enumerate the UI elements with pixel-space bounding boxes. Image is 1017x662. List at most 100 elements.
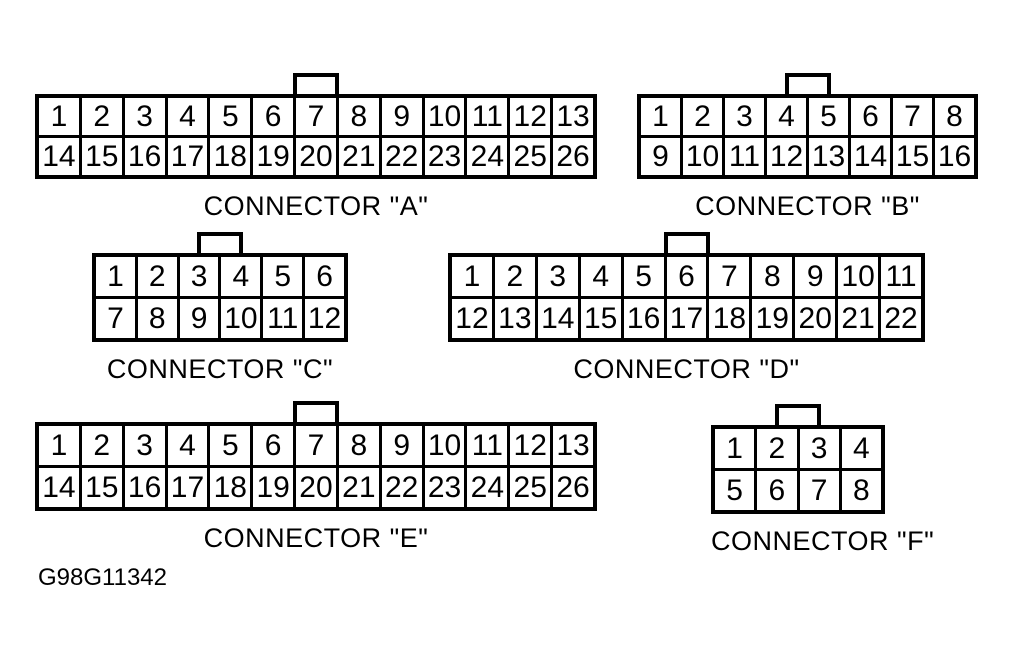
connector-d-pin-21: 21 [835,299,878,338]
connector-a-pin-8: 8 [335,98,379,135]
connector-a-pin-20: 20 [293,138,336,175]
connector-e-pin-16: 16 [121,468,165,507]
connector-e-pin-9: 9 [378,426,422,465]
connector-e-pin-3: 3 [121,426,165,465]
connector-a-keying-tab-icon [293,73,339,94]
connector-a-pin-26: 26 [550,138,593,175]
connector-e-pin-18: 18 [207,468,250,507]
connector-d-pin-7: 7 [706,257,749,296]
connector-a-pin-4: 4 [164,98,208,135]
connector-b-pin-8: 8 [932,98,974,135]
connector-a-pin-13: 13 [550,98,593,135]
connector-b-pin-5: 5 [806,98,848,135]
connector-f-keying-tab-icon [775,404,821,425]
connector-f-label: CONNECTOR "F" [711,526,935,556]
connector-e-pin-26: 26 [550,468,593,507]
connector-d-keying-tab-icon [663,232,710,253]
connector-a-pin-5: 5 [207,98,250,135]
connector-e-pin-17: 17 [164,468,208,507]
connector-c-keying-tab-icon [197,232,243,253]
connector-e-pin-2: 2 [78,426,122,465]
connector-e-pin-10: 10 [421,426,465,465]
connector-c-pin-4: 4 [218,257,260,296]
connector-e-pin-8: 8 [335,426,379,465]
connector-f-pin-1: 1 [726,431,743,465]
connector-c-pin-6: 6 [302,257,344,296]
connector-d-pin-8: 8 [749,257,792,296]
connector-b-pin-13: 13 [806,138,848,175]
connector-a-pin-19: 19 [250,138,293,175]
connector-a-pin-9: 9 [378,98,422,135]
connector-b-pin-16: 16 [932,138,974,175]
connector-c-pin-10: 10 [218,299,260,338]
connector-d-pin-11: 11 [878,257,921,296]
connector-b-pin-15: 15 [890,138,932,175]
connector-e-pin-7: 7 [293,426,336,465]
connector-a-label: CONNECTOR "A" [203,191,429,221]
connector-b-pin-11: 11 [722,138,764,175]
connector-b-pin-10: 10 [680,138,722,175]
connector-a-pin-23: 23 [421,138,465,175]
connector-a-pin-12: 12 [507,98,550,135]
connector-b-pin-2: 2 [680,98,722,135]
connector-a-pin-10: 10 [421,98,465,135]
connector-c-pin-7: 7 [107,301,124,335]
connector-e-pin-11: 11 [464,426,507,465]
connector-b-pin-9: 9 [652,139,669,173]
connector-d-pin-18: 18 [706,299,749,338]
connector-e-pin-13: 13 [550,426,593,465]
connector-d-pin-15: 15 [577,299,621,338]
connector-e-pin-15: 15 [78,468,122,507]
connector-e-pin-12: 12 [507,426,550,465]
connector-a-pin-22: 22 [378,138,422,175]
connector-f-pin-7: 7 [796,471,839,510]
connector-a-pin-11: 11 [464,98,507,135]
connector-b-pin-14: 14 [848,138,890,175]
connector-d-pin-6: 6 [663,257,707,296]
connector-a-pin-18: 18 [207,138,250,175]
connector-d-pin-16: 16 [620,299,664,338]
connector-b-pin-4: 4 [764,98,806,135]
connector-d-pin-9: 9 [792,257,835,296]
connector-f-pin-5: 5 [726,473,743,507]
connector-a-pin-21: 21 [335,138,379,175]
connector-e-pin-19: 19 [250,468,293,507]
connector-c-pin-5: 5 [260,257,302,296]
connector-a-pin-3: 3 [121,98,165,135]
connector-d-pin-2: 2 [491,257,535,296]
connector-b-pin-1: 1 [652,99,669,133]
connector-f-pin-2: 2 [754,429,796,468]
connector-b-label: CONNECTOR "B" [695,191,920,221]
connector-e-pin-25: 25 [507,468,550,507]
connector-d-pin-14: 14 [534,299,578,338]
connector-d-pin-10: 10 [835,257,878,296]
connector-c-pin-9: 9 [176,299,219,338]
connector-c-pin-2: 2 [134,257,177,296]
connector-f-pin-8: 8 [838,471,881,510]
connector-e-pin-14: 14 [42,470,76,504]
connector-d-pin-17: 17 [663,299,707,338]
connector-c-label: CONNECTOR "C" [106,354,334,384]
connector-b-pin-12: 12 [764,138,806,175]
connector-a-pin-16: 16 [121,138,165,175]
connector-a-pin-17: 17 [164,138,208,175]
